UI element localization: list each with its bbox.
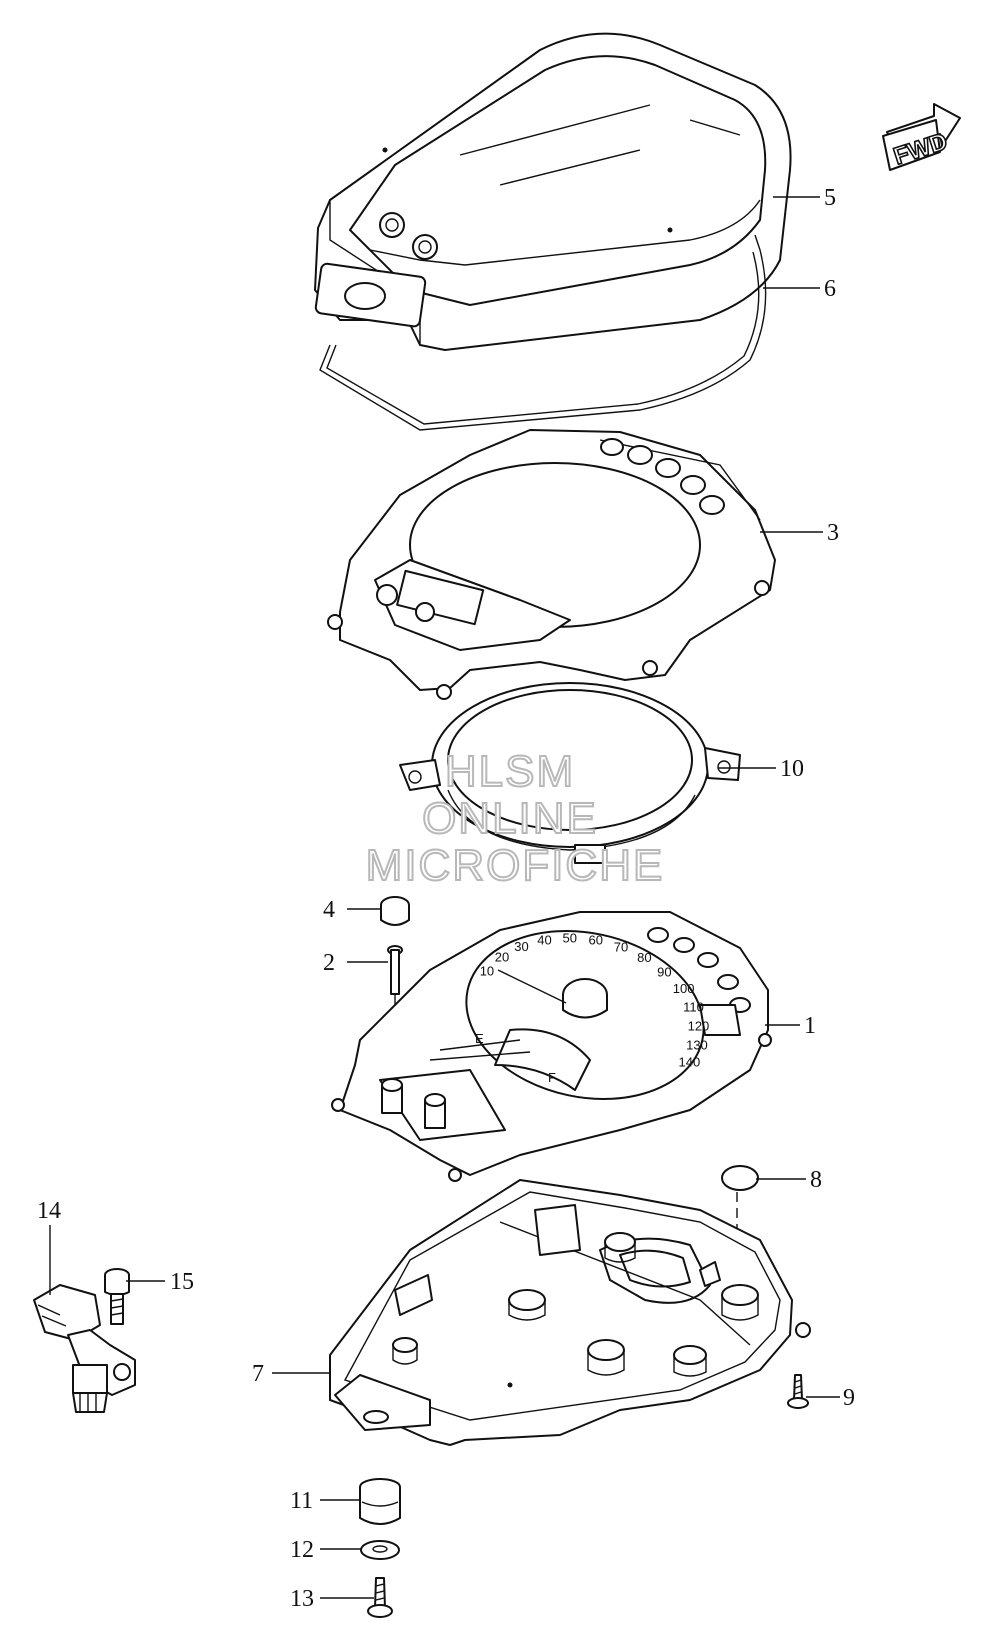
callout-leaders [49,196,840,1599]
callout-3: 3 [827,520,839,546]
cushion-11 [359,1478,401,1525]
callout-5: 5 [824,185,836,211]
sensor-bolt [104,1268,130,1325]
dial-number: 120 [688,1019,710,1034]
callout-12: 12 [290,1537,314,1563]
watermark-line2: ONLINE [422,794,598,843]
dial-number: 10 [480,963,494,978]
dial-number: 80 [637,950,651,965]
dial-number: 60 [589,933,603,948]
grommet [380,896,410,926]
callout-10: 10 [780,756,804,782]
indicator-holes [600,438,725,515]
meter-lower-case [329,1179,811,1446]
callout-4: 4 [323,897,335,923]
dial-number: 50 [563,930,577,945]
speed-sensor [33,1284,136,1413]
meter-case-frame [327,429,776,700]
callout-7: 7 [252,1361,264,1387]
watermark-line3: MICROFICHE [366,841,665,890]
dial-number: 30 [514,939,528,954]
fuel-full-mark: F [548,1070,556,1085]
fwd-arrow-icon: FWD [882,103,961,171]
watermark-line1: HLSM [445,747,575,796]
dial-number: 20 [495,949,509,964]
callout-14: 14 [37,1198,61,1224]
callout-11: 11 [290,1488,313,1514]
fuel-empty-mark: E [475,1031,484,1046]
meter-upper-cover [314,32,792,351]
dial-number: 140 [679,1055,701,1070]
dial-number: 130 [686,1037,708,1052]
dial-number: 110 [683,1000,704,1015]
callout-8: 8 [810,1167,822,1193]
callout-6: 6 [824,276,836,302]
watermark: HLSM ONLINE MICROFICHE [365,746,665,891]
screw-9 [787,1374,809,1409]
callout-2: 2 [323,950,335,976]
callout-1: 1 [804,1013,816,1039]
cover-gasket [319,234,767,431]
meter-ring [399,682,741,864]
dial-number: 70 [614,940,628,955]
washer-12 [360,1540,400,1560]
callout-9: 9 [843,1385,855,1411]
dial-number: 90 [657,964,671,979]
callout-labels: 5 6 3 10 4 2 1 8 14 15 7 9 11 12 13 [37,185,855,1612]
rubber-cap [721,1165,759,1260]
callout-13: 13 [290,1586,314,1612]
callout-15: 15 [170,1269,194,1295]
dial-number: 100 [673,981,695,996]
screw-13 [367,1577,393,1618]
dial-number: 40 [537,933,551,948]
